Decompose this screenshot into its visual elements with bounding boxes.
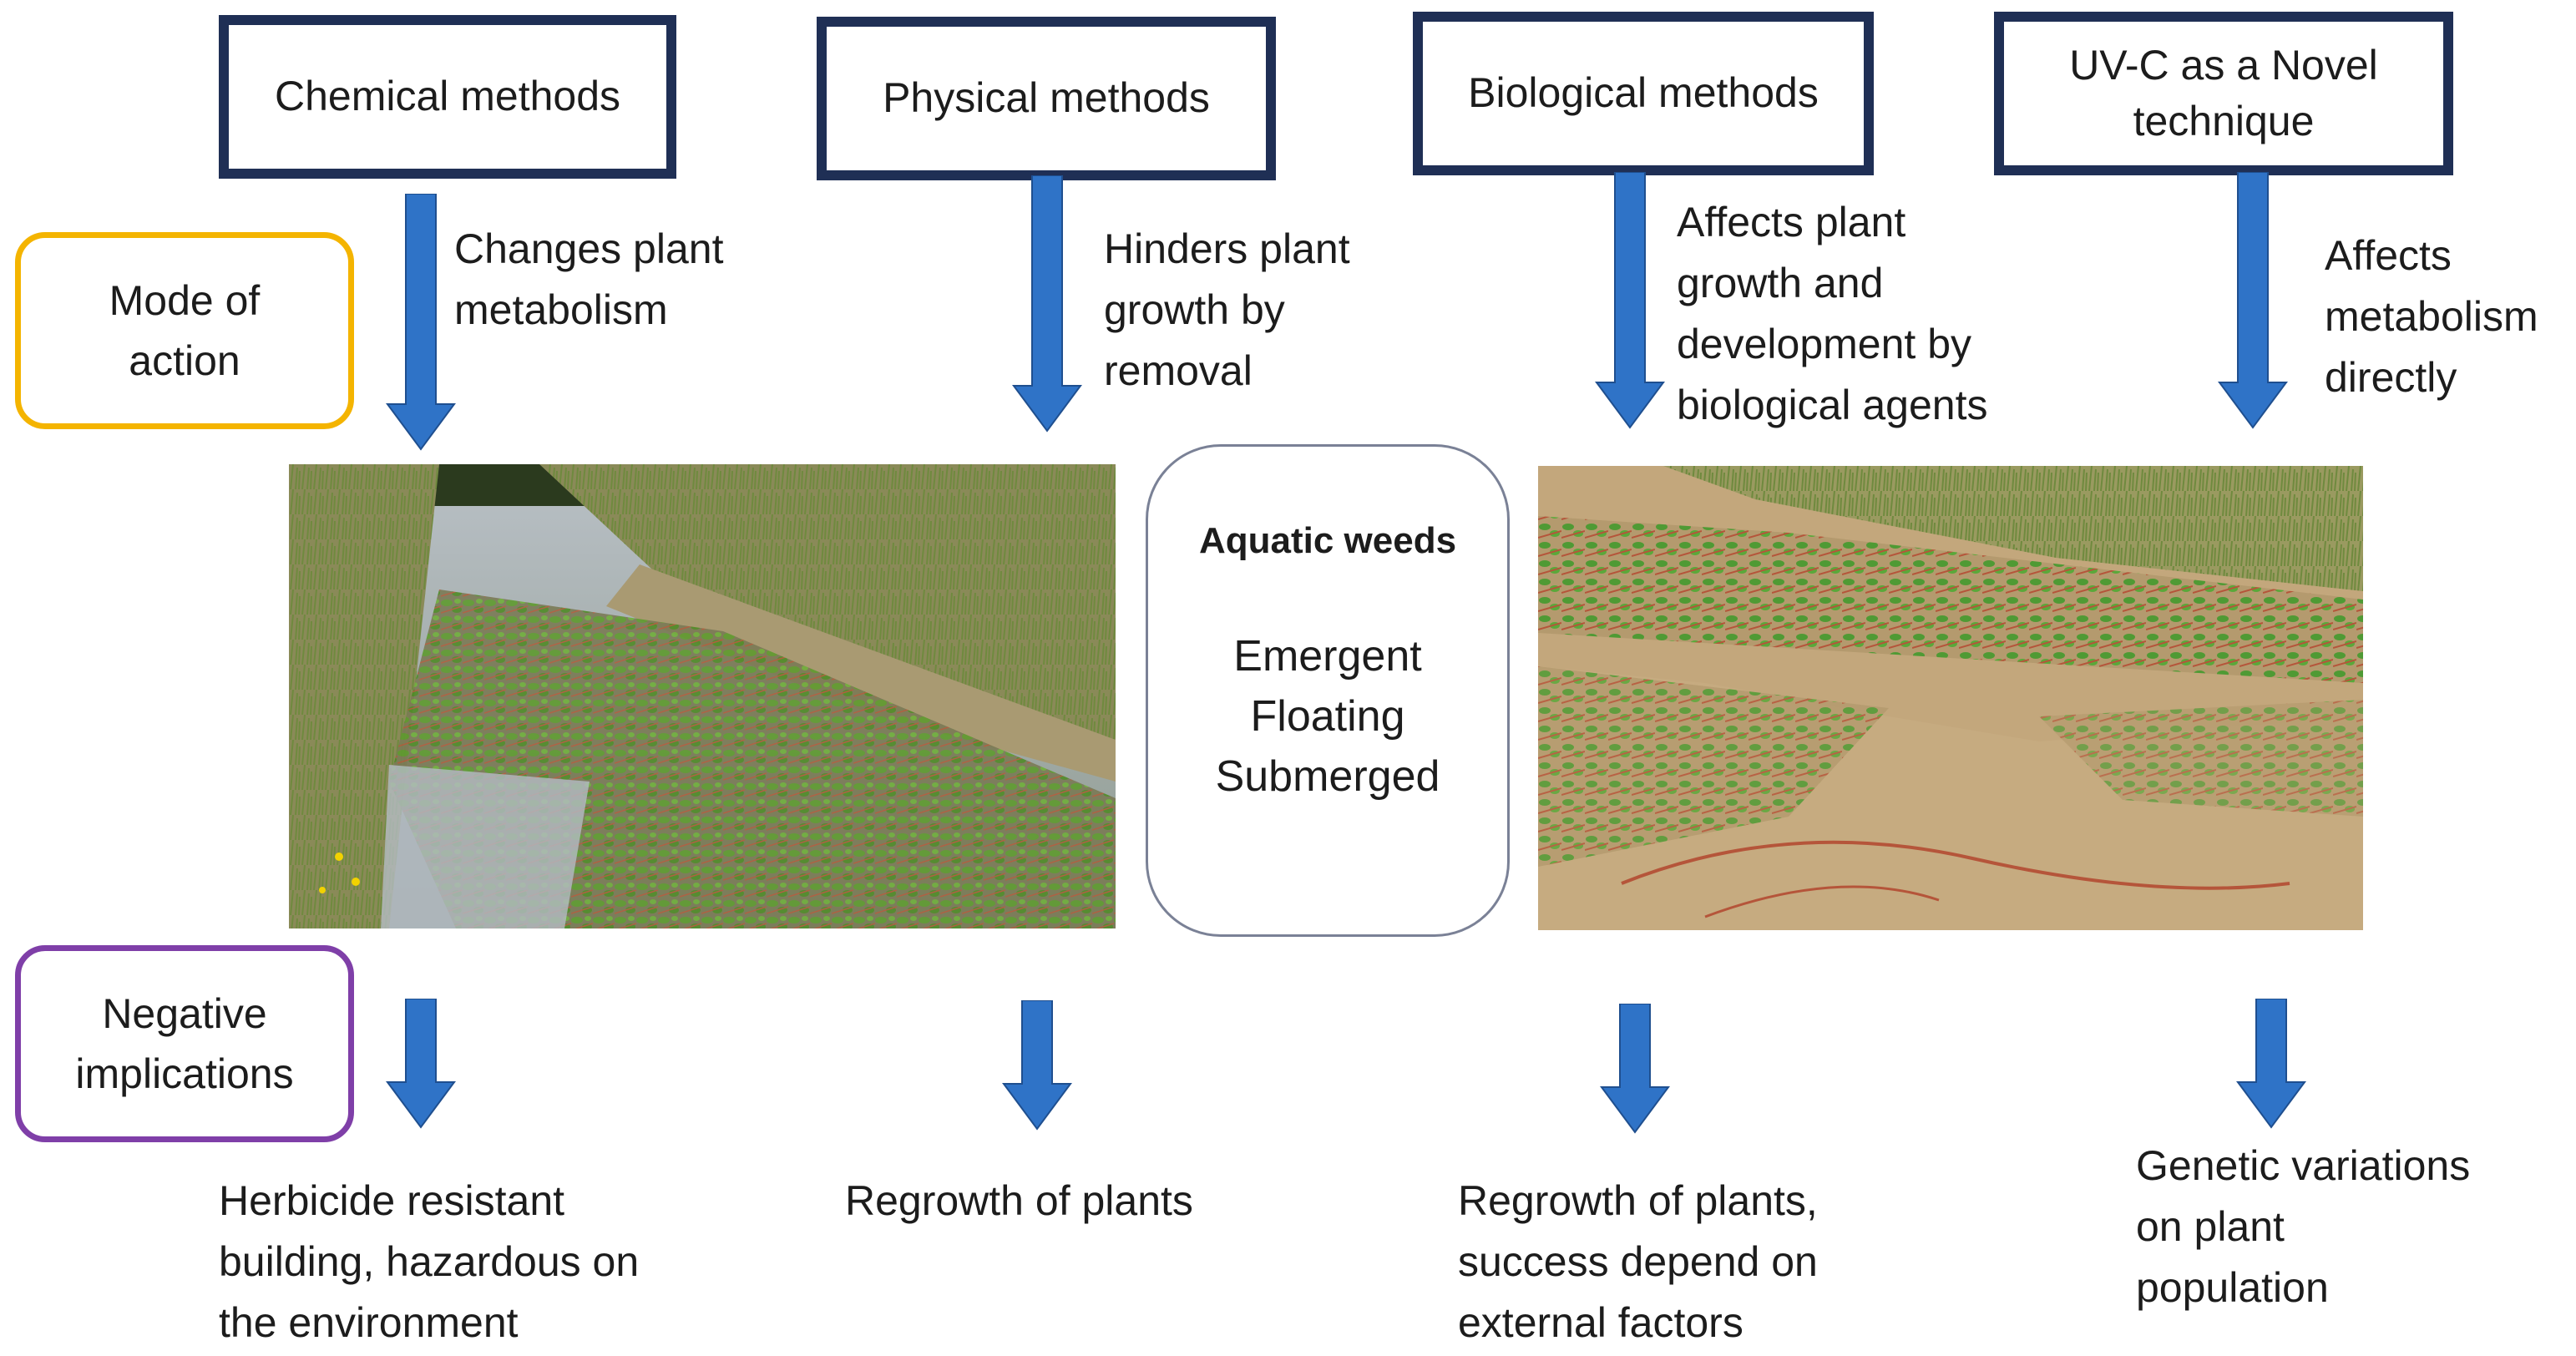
chemical-moa-line: metabolism: [454, 286, 668, 333]
negative-implications-box: Negative implications: [15, 945, 354, 1142]
negative-implications-label: Negative implications: [75, 984, 293, 1105]
aquatic-weeds-box: Aquatic weeds Emergent Floating Submerge…: [1146, 444, 1510, 937]
chemical-methods-box: Chemical methods: [219, 15, 676, 179]
aquatic-weeds-photo-left: [289, 464, 1116, 928]
aquatic-weeds-types: Emergent Floating Submerged: [1148, 626, 1507, 807]
weed-type-submerged: Submerged: [1215, 752, 1440, 801]
biological-implication: Regrowth of plants, success depend on ex…: [1458, 1171, 1818, 1353]
negative-implications-line-2: implications: [75, 1050, 294, 1097]
negative-implications-line-1: Negative: [102, 989, 267, 1037]
mode-of-action-label: Mode of action: [109, 271, 261, 392]
physical-mode-of-action: Hinders plant growth by removal: [1104, 219, 1350, 402]
chemical-implication-line: Herbicide resistant: [219, 1177, 565, 1224]
weed-type-floating: Floating: [1250, 692, 1405, 741]
physical-implication-line: Regrowth of plants: [845, 1177, 1193, 1224]
down-arrow-icon: [1012, 175, 1082, 433]
physical-moa-line: Hinders plant: [1104, 225, 1350, 272]
down-arrow-icon: [386, 194, 456, 451]
aquatic-weeds-photo-right: [1538, 466, 2363, 930]
biological-methods-label: Biological methods: [1468, 69, 1819, 117]
down-arrow-icon: [1600, 1004, 1670, 1134]
uvc-novel-technique-label: UV-C as a Novel technique: [2069, 38, 2378, 150]
chemical-mode-of-action: Changes plant metabolism: [454, 219, 723, 341]
down-arrow-icon: [2218, 172, 2288, 429]
down-arrow-icon: [386, 999, 456, 1129]
chemical-implication-line: the environment: [219, 1299, 519, 1346]
uvc-implication-line: population: [2136, 1264, 2329, 1311]
chemical-moa-line: Changes plant: [454, 225, 724, 272]
physical-implication: Regrowth of plants: [845, 1171, 1193, 1232]
uvc-implication-line: Genetic variations: [2136, 1142, 2471, 1189]
physical-methods-label: Physical methods: [883, 74, 1210, 122]
biological-moa-line: development by: [1677, 321, 1972, 367]
physical-methods-box: Physical methods: [817, 17, 1276, 180]
uvc-label-line-1: UV-C as a Novel: [2069, 41, 2378, 89]
mode-of-action-line-1: Mode of: [109, 276, 261, 324]
uvc-novel-technique-box: UV-C as a Novel technique: [1994, 12, 2453, 175]
biological-implication-line: external factors: [1458, 1299, 1743, 1346]
biological-implication-line: Regrowth of plants,: [1458, 1177, 1818, 1224]
uvc-moa-line: Affects: [2325, 232, 2452, 279]
physical-moa-line: growth by: [1104, 286, 1285, 333]
uvc-implication: Genetic variations on plant population: [2136, 1136, 2470, 1318]
weed-type-emergent: Emergent: [1233, 632, 1422, 681]
uvc-mode-of-action: Affects metabolism directly: [2325, 225, 2538, 408]
mode-of-action-box: Mode of action: [15, 232, 354, 429]
biological-mode-of-action: Affects plant growth and development by …: [1677, 192, 1988, 436]
chemical-implication: Herbicide resistant building, hazardous …: [219, 1171, 639, 1353]
down-arrow-icon: [1002, 1000, 1072, 1131]
biological-moa-line: biological agents: [1677, 382, 1988, 428]
biological-moa-line: growth and: [1677, 260, 1884, 306]
uvc-label-line-2: technique: [2133, 98, 2315, 144]
chemical-implication-line: building, hazardous on: [219, 1238, 640, 1285]
uvc-moa-line: metabolism: [2325, 293, 2538, 340]
mode-of-action-line-2: action: [129, 337, 240, 384]
uvc-moa-line: directly: [2325, 354, 2457, 401]
chemical-methods-label: Chemical methods: [274, 73, 621, 120]
biological-methods-box: Biological methods: [1413, 12, 1874, 175]
biological-moa-line: Affects plant: [1677, 199, 1906, 245]
uvc-implication-line: on plant: [2136, 1203, 2285, 1250]
physical-moa-line: removal: [1104, 347, 1253, 394]
biological-implication-line: success depend on: [1458, 1238, 1818, 1285]
aquatic-weeds-title: Aquatic weeds: [1198, 520, 1457, 561]
down-arrow-icon: [2236, 999, 2306, 1129]
down-arrow-icon: [1595, 172, 1665, 429]
